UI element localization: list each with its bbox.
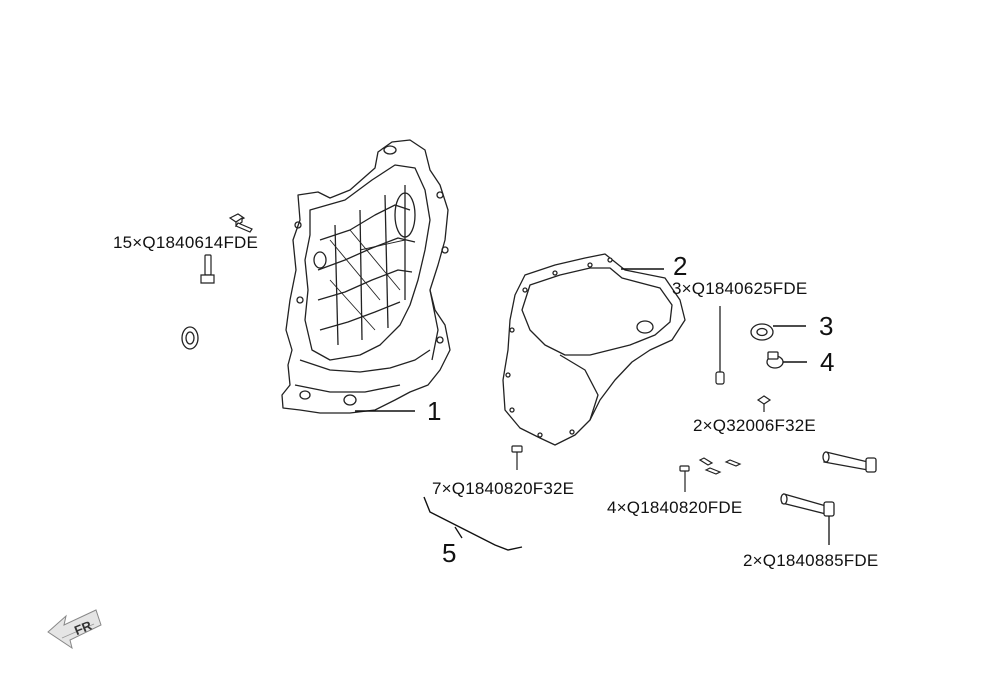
callout-1: 1 [427, 396, 442, 426]
callout-3: 3 [819, 311, 834, 341]
bolt-4-part [679, 457, 742, 492]
wire-harness-part [423, 496, 523, 551]
leader-line-5 [454, 526, 463, 539]
plug-part [766, 351, 784, 369]
bolt-15b-part [200, 254, 215, 284]
washer-small-part [756, 395, 772, 412]
bolt-7-part [511, 445, 523, 470]
callout-2: 2 [673, 251, 688, 281]
part-label-bolt-2a: 2×Q32006F32E [693, 416, 816, 435]
bolt-15-part [228, 213, 253, 233]
part-label-bolt-2b: 2×Q1840885FDE [743, 551, 879, 570]
dowel-pin-part [715, 306, 725, 385]
front-direction-arrow-icon [47, 609, 102, 650]
crankcase-cover-part [281, 139, 451, 414]
callout-5: 5 [442, 538, 457, 568]
part-label-bolt-4: 4×Q1840820FDE [607, 498, 743, 517]
oil-seal-part [750, 323, 774, 341]
long-bolt-2-part [780, 493, 835, 545]
part-label-bolt-3: 3×Q1840625FDE [672, 279, 808, 298]
callout-4: 4 [820, 347, 835, 377]
part-label-bolt-7: 7×Q1840820F32E [432, 479, 575, 498]
long-bolt-part [822, 451, 877, 473]
washer-part [181, 326, 199, 350]
part-label-bolt-15: 15×Q1840614FDE [113, 233, 259, 252]
fr-marker-text: FR [72, 618, 94, 639]
gasket-part [502, 253, 686, 446]
